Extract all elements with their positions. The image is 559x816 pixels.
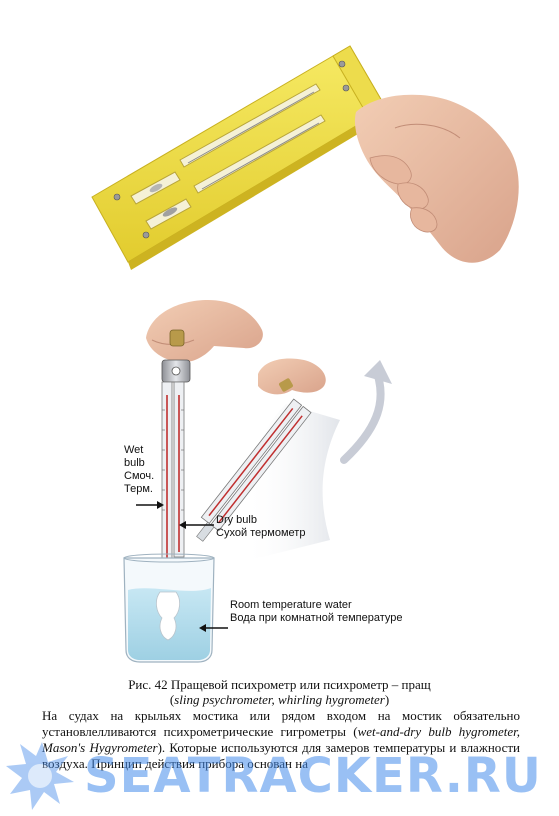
wet-bulb-label: Wet bulb Смоч. Терм. xyxy=(124,444,154,496)
caption-subtitle: (sling psychrometer, whirling hygrometer… xyxy=(0,692,559,707)
dry-bulb-label-line: Сухой термометр xyxy=(216,527,306,539)
wet-bulb-label-line: Wet xyxy=(124,444,144,456)
wet-bulb-label-line: bulb xyxy=(124,457,145,469)
figure-caption: Рис. 42 Пращевой психрометр или психроме… xyxy=(0,677,559,707)
dry-bulb-label: Dry bulb Сухой термометр xyxy=(216,514,305,540)
watermark-text: SEATRACKER.RU xyxy=(84,748,542,804)
water-label: Room temperature water Вода при комнатно… xyxy=(230,599,403,625)
caption-title: Рис. 42 Пращевой психрометр или психроме… xyxy=(128,677,431,692)
water-label-line: Вода при комнатной температуре xyxy=(230,612,403,624)
sling-psychrometer-illustration xyxy=(123,300,392,663)
body-text-part: На судах на крыльях мостика или рядом вх… xyxy=(42,708,520,739)
caption-english-terms: sling psychrometer, whirling hygrometer xyxy=(174,692,385,707)
body-text-part: ). Которые используются для замеров темп… xyxy=(42,740,521,771)
dry-bulb-label-line: Dry bulb xyxy=(216,514,257,526)
psychrometer-figure xyxy=(91,45,519,663)
yellow-psychrometer-illustration xyxy=(91,45,519,270)
wet-bulb-label-line: Терм. xyxy=(124,483,153,495)
caption-open-paren: ( xyxy=(169,692,175,707)
body-english-terms: wet-and-dry bulb hygrometer, Mason's Hyg… xyxy=(42,724,520,755)
caption-close-paren: ) xyxy=(384,692,390,707)
body-paragraph: На судах на крыльях мостика или рядом вх… xyxy=(42,708,520,772)
wet-bulb-label-line: Смоч. xyxy=(124,470,155,482)
water-label-line: Room temperature water xyxy=(230,599,352,611)
